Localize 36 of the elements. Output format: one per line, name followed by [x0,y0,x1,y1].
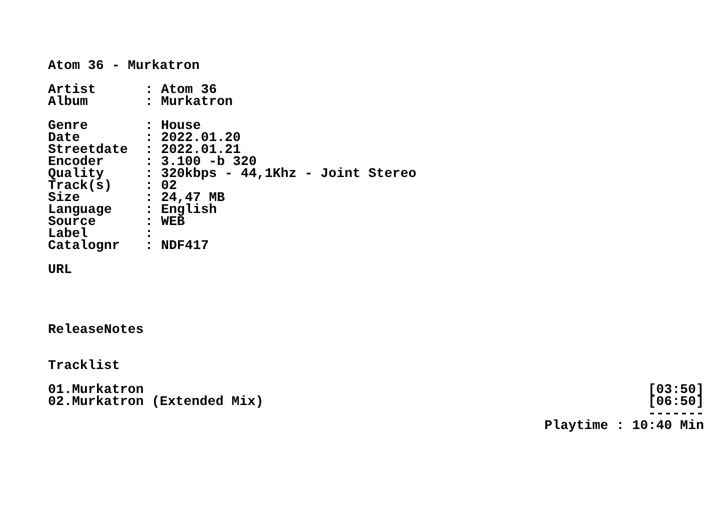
field-value: : [145,228,153,240]
field-value: : 2022.01.20 [145,132,241,144]
field-value: : NDF417 [145,240,209,252]
track-duration: [06:50] [648,396,704,408]
section-heading: URL [48,264,72,276]
field-value: : 02 [145,180,177,192]
track-title: 01.Murkatron [48,384,144,396]
release-title: Atom 36 - Murkatron [48,60,200,72]
field-value: : Atom 36 [145,84,217,96]
field-name: Label [48,228,88,240]
separator-line: ------- [648,408,704,420]
field-name: Streetdate [48,144,128,156]
field-value: : 24,47 MB [145,192,225,204]
total-playtime: Playtime : 10:40 Min [544,420,704,432]
field-value: : English [145,204,217,216]
field-name: Genre [48,120,88,132]
field-value: : 320kbps - 44,1Khz - Joint Stereo [145,168,416,180]
field-value: : 2022.01.21 [145,144,241,156]
field-value: : 3.100 -b 320 [145,156,257,168]
field-name: Quality [48,168,104,180]
field-name: Track(s) [48,180,112,192]
track-duration: [03:50] [648,384,704,396]
field-value: : House [145,120,201,132]
field-name: Date [48,132,80,144]
field-value: : WEB [145,216,185,228]
section-heading: ReleaseNotes [48,324,144,336]
field-name: Encoder [48,156,104,168]
field-name: Artist [48,84,96,96]
field-name: Catalognr [48,240,120,252]
field-name: Source [48,216,96,228]
field-name: Language [48,204,112,216]
section-heading: Tracklist [48,360,120,372]
field-name: Size [48,192,80,204]
field-name: Album [48,96,88,108]
field-value: : Murkatron [145,96,233,108]
track-title: 02.Murkatron (Extended Mix) [48,396,264,408]
